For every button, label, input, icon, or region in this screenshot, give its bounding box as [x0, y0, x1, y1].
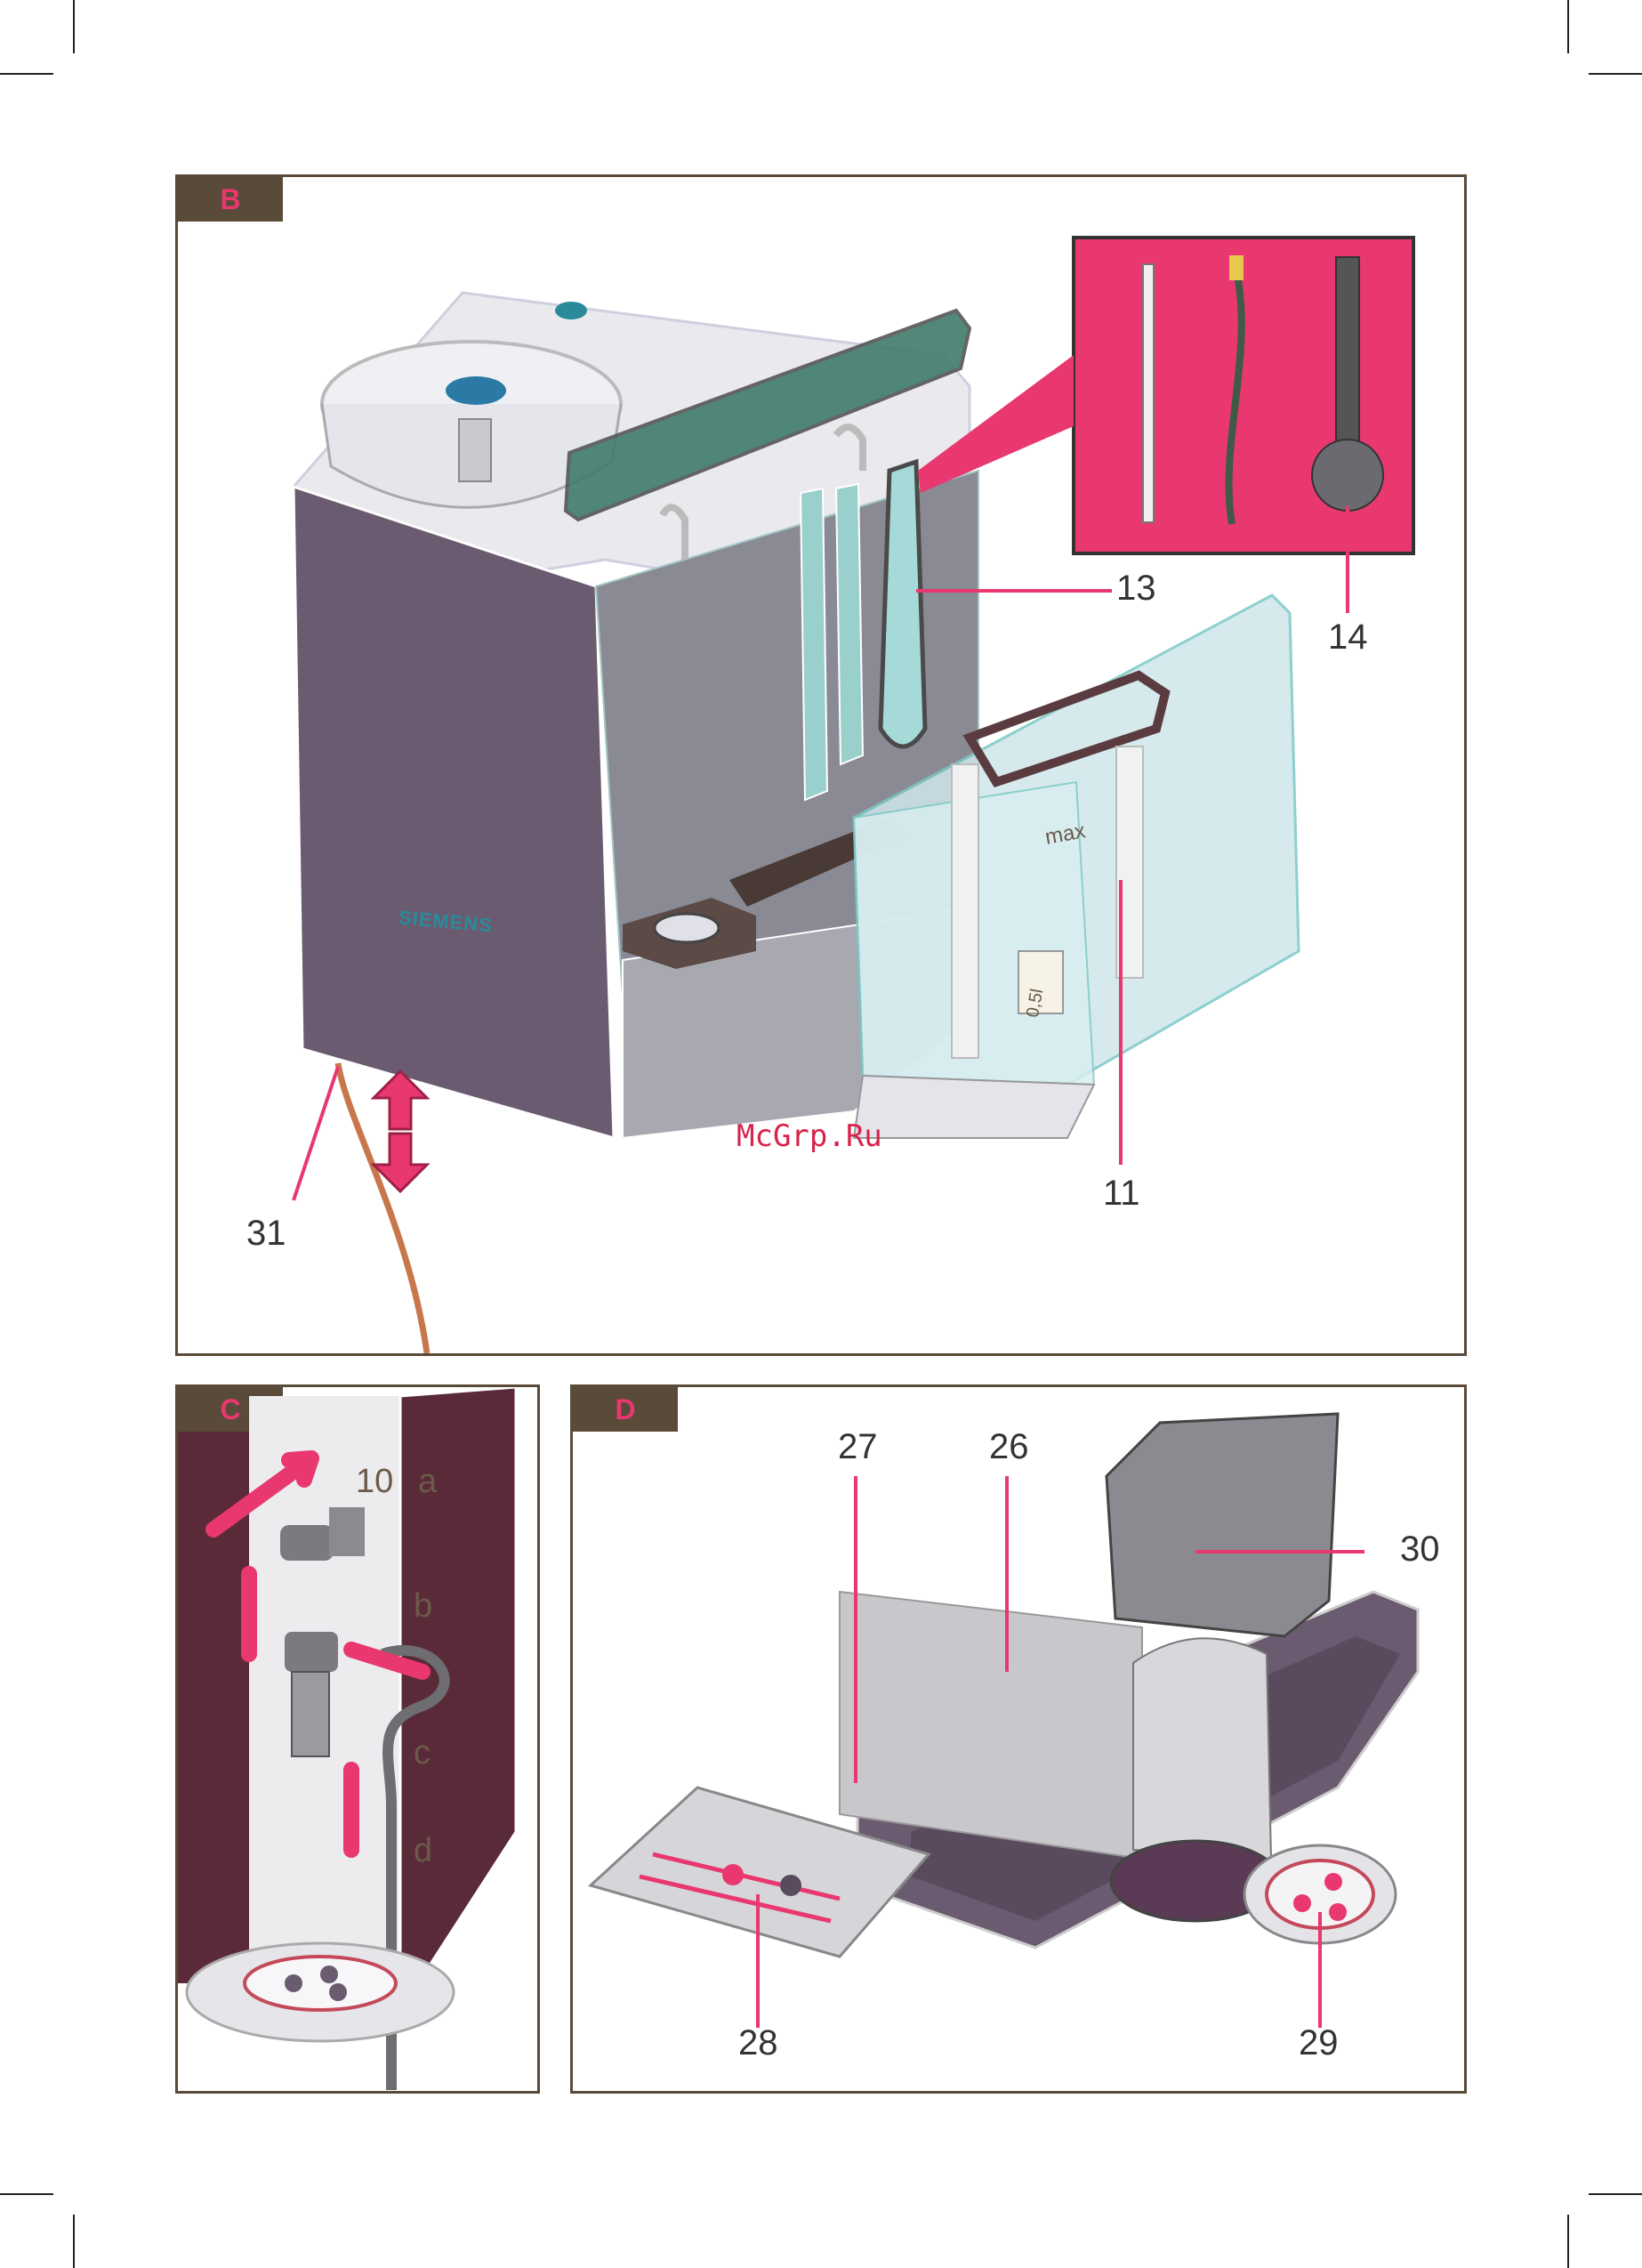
- tank-channel-1: [801, 488, 827, 800]
- bean-spindle: [459, 419, 491, 481]
- callout-27: 27: [838, 1427, 878, 1467]
- callout-31: 31: [246, 1214, 286, 1254]
- plate-hole-1: [1293, 1894, 1311, 1912]
- tank-post-1: [952, 764, 978, 1058]
- drip-grid: [245, 1957, 396, 2010]
- crop-mark: [1567, 0, 1569, 53]
- callout-10b: b: [414, 1587, 432, 1626]
- cup-holder-wall: [1133, 1638, 1271, 1859]
- watermark: McGrp.Ru: [736, 1118, 882, 1154]
- nozzle-arm: [329, 1507, 365, 1556]
- plate-hole-3: [1329, 1903, 1347, 1921]
- drip-hole-2: [320, 1965, 338, 1983]
- crop-mark: [73, 2215, 75, 2268]
- drip-hole-1: [285, 1974, 302, 1992]
- grate-hole-1: [722, 1864, 744, 1885]
- milk-tube-tip: [1229, 255, 1244, 280]
- coffee-machine-illustration: [178, 177, 1464, 1353]
- callout-14: 14: [1328, 617, 1368, 658]
- plate-hole-2: [1324, 1873, 1342, 1891]
- spout-holder: [285, 1632, 338, 1672]
- button-top: [555, 302, 587, 319]
- spout: [292, 1672, 329, 1756]
- machine-front-panel: [294, 487, 614, 1138]
- back-plate: [840, 1592, 1142, 1859]
- tank-channel-2: [836, 484, 863, 764]
- crop-mark: [0, 73, 53, 75]
- spoon-handle: [1336, 257, 1359, 462]
- drip-tray-illustration: [573, 1387, 1464, 2091]
- callout-10d: d: [414, 1832, 432, 1870]
- leader-31: [294, 1067, 338, 1200]
- crop-mark: [73, 0, 75, 53]
- power-cord: [338, 1063, 427, 1353]
- cup-ring: [655, 914, 719, 942]
- panel-d: D 27 26 30 28 29: [570, 1384, 1467, 2094]
- nozzle-head: [280, 1525, 334, 1561]
- tank-base: [854, 1076, 1094, 1138]
- panel-b: B: [175, 174, 1467, 1356]
- crop-mark: [1589, 2193, 1642, 2195]
- callout-29: 29: [1299, 2023, 1339, 2063]
- callout-13: 13: [1116, 569, 1156, 609]
- callout-28: 28: [738, 2023, 778, 2063]
- callout-10: 10: [356, 1463, 393, 1501]
- grate-hole-2: [780, 1875, 801, 1896]
- straw-accessory: [1143, 264, 1154, 522]
- spoon-holder: [881, 462, 925, 747]
- spoon-bowl: [1312, 440, 1383, 511]
- crop-mark: [0, 2193, 53, 2195]
- grounds-container: [1107, 1414, 1338, 1636]
- callout-26: 26: [989, 1427, 1029, 1467]
- crop-mark: [1589, 73, 1642, 75]
- callout-11: 11: [1103, 1174, 1140, 1214]
- drip-hole-3: [329, 1983, 347, 2001]
- bean-center: [446, 376, 506, 405]
- callout-30: 30: [1400, 1529, 1440, 1570]
- crop-mark: [1567, 2215, 1569, 2268]
- callout-10c: c: [414, 1734, 431, 1772]
- callout-10a: a: [418, 1463, 437, 1501]
- panel-c: C 10 a b c d: [175, 1384, 540, 2094]
